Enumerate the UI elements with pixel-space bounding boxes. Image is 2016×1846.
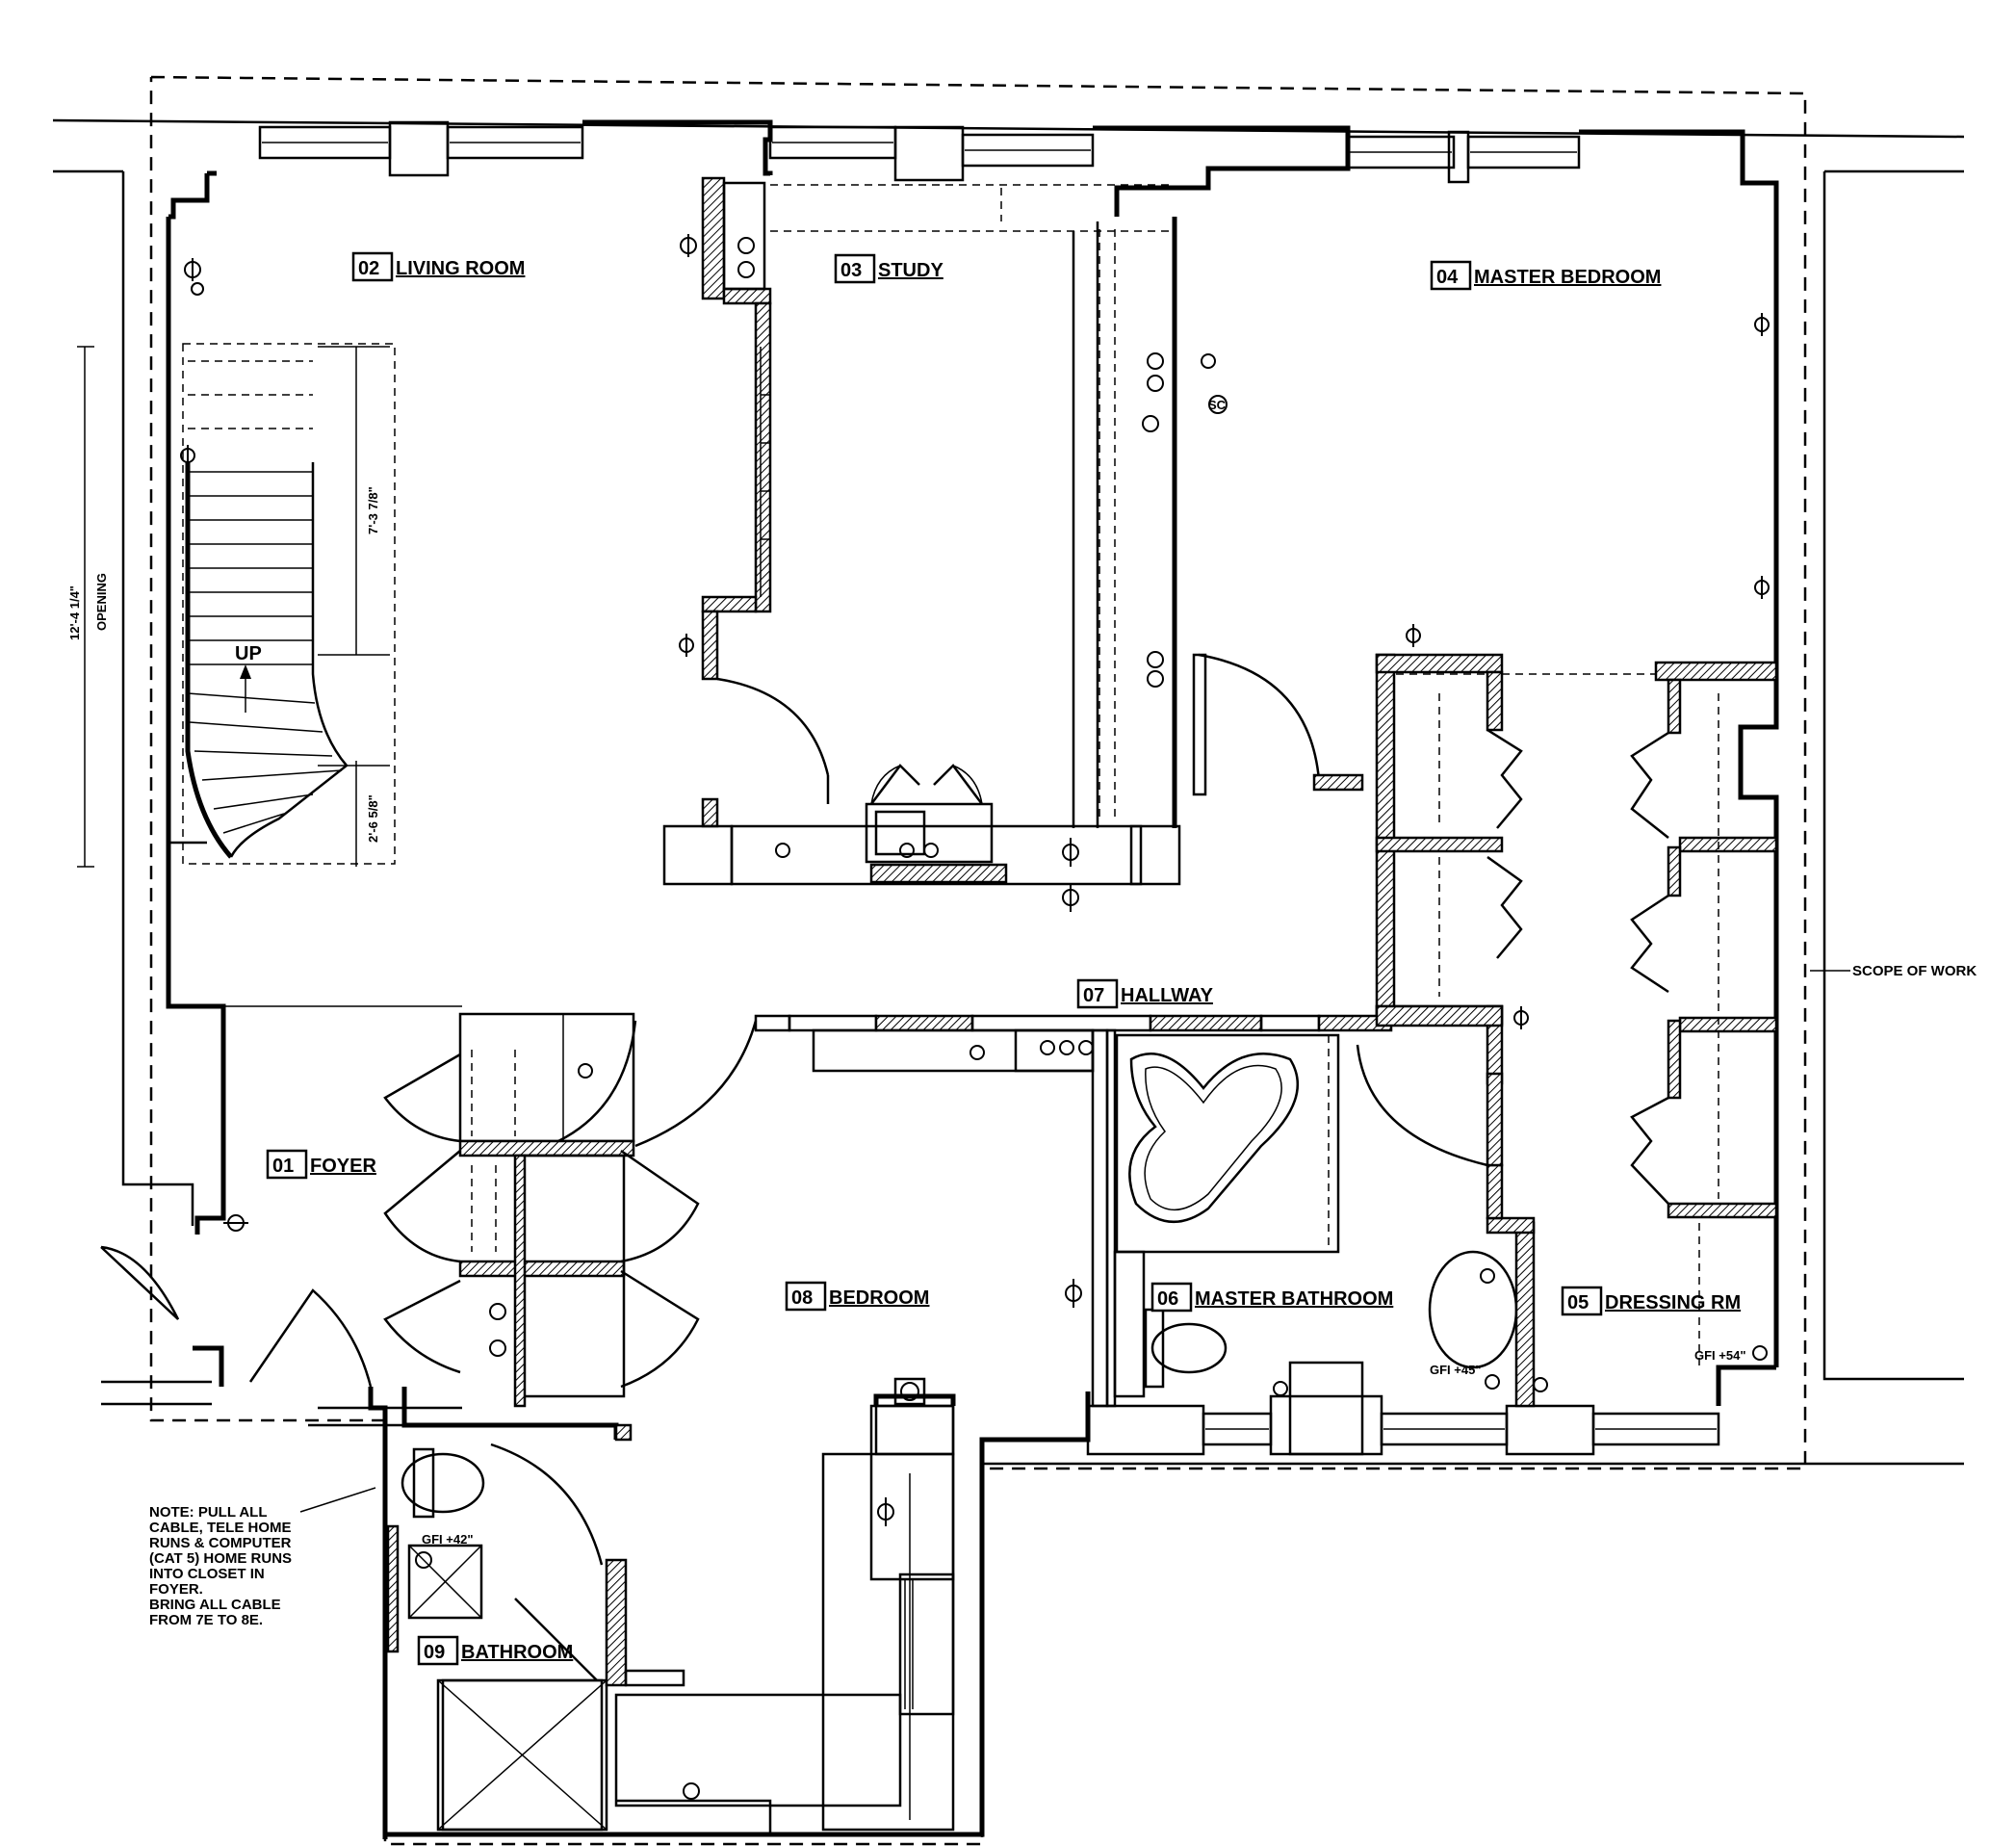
svg-text:04: 04	[1436, 267, 1459, 288]
svg-text:HALLWAY: HALLWAY	[1121, 985, 1214, 1006]
svg-text:09: 09	[424, 1642, 445, 1663]
svg-text:MASTER BATHROOM: MASTER BATHROOM	[1195, 1288, 1393, 1310]
room-label-07: 07 HALLWAY	[1076, 978, 1214, 1009]
opening-label: OPENING	[94, 573, 109, 631]
svg-text:DRESSING RM: DRESSING RM	[1605, 1292, 1741, 1313]
exterior-wall-top	[166, 119, 1779, 843]
stair-treads	[187, 360, 343, 834]
study-south-wall	[662, 677, 1181, 886]
outlet-symbol	[415, 1551, 432, 1569]
opening-dimension: 12'-4 1/4"	[67, 585, 82, 640]
svg-text:08: 08	[791, 1287, 813, 1309]
room-label-08: 08 BEDROOM	[785, 1281, 929, 1312]
outlet-symbol	[184, 258, 201, 281]
outlet-symbol	[969, 1040, 1094, 1060]
outlet-symbol	[1062, 838, 1079, 867]
svg-text:MASTER BEDROOM: MASTER BEDROOM	[1474, 267, 1661, 288]
room-label-09: 09 BATHROOM	[417, 1635, 573, 1666]
outlet-symbol	[1752, 1345, 1768, 1361]
outlet-symbol	[1273, 1374, 1548, 1396]
outlet-symbol	[679, 634, 694, 657]
stair-dim-upper: 7'-3 7/8"	[366, 486, 380, 534]
outlet-symbol	[489, 1303, 506, 1357]
exterior-wall-bottom	[385, 1393, 985, 1837]
master-bedroom-door	[1198, 653, 1364, 792]
outlet-symbol	[1062, 883, 1079, 912]
outlet-symbol	[223, 1214, 248, 1232]
outlet-symbol	[1142, 352, 1164, 432]
gfi-master-bath-label: GFI +45"	[1430, 1363, 1482, 1377]
room-label-04: 04 MASTER BEDROOM	[1430, 260, 1661, 291]
svg-text:LIVING ROOM: LIVING ROOM	[396, 258, 525, 279]
cable-note-callout: NOTE: PULL ALL CABLE, TELE HOME RUNS & C…	[149, 1487, 376, 1628]
hallway-south-wall	[634, 1004, 1504, 1148]
outlet-symbol	[1754, 313, 1770, 336]
stairwell: UP 7'-3 7/8" 2'-6 5/8" 12'-4 1/4" OPENIN…	[67, 343, 396, 868]
outlet-symbol	[683, 1782, 700, 1800]
scope-of-work-boundary	[149, 75, 1807, 1846]
outlet-symbol	[737, 237, 755, 278]
dressing-room-closets	[1375, 653, 1778, 1367]
outlet-symbol	[191, 282, 204, 296]
master-bathroom	[1091, 1028, 1536, 1456]
cable-note: NOTE: PULL ALL CABLE, TELE HOME RUNS & C…	[149, 1504, 296, 1628]
outlet-symbol	[775, 843, 939, 858]
study-east-wall	[770, 184, 1207, 828]
foyer-closets	[100, 1005, 700, 1427]
outlet-symbol	[1513, 1006, 1529, 1029]
svg-text:05: 05	[1567, 1292, 1589, 1313]
svg-text:BATHROOM: BATHROOM	[461, 1642, 573, 1663]
stair-up-label: UP	[235, 643, 262, 664]
svg-text:07: 07	[1083, 985, 1104, 1006]
room-label-03: 03 STUDY	[834, 253, 943, 284]
svg-text:02: 02	[358, 258, 379, 279]
svg-text:FOYER: FOYER	[310, 1156, 376, 1177]
svg-text:06: 06	[1157, 1288, 1178, 1310]
scope-of-work-label: SCOPE OF WORK	[1852, 963, 1977, 979]
room-label-05: 05 DRESSING RM	[1561, 1286, 1741, 1316]
living-study-partition	[701, 176, 772, 681]
svg-text:STUDY: STUDY	[878, 260, 943, 281]
room-label-06: 06 MASTER BATHROOM	[1150, 1282, 1393, 1313]
room-label-02: 02 LIVING ROOM	[351, 251, 525, 282]
outlet-symbol	[1480, 1268, 1495, 1284]
outlet-symbol	[680, 234, 697, 257]
gfi-dressing-label: GFI +54"	[1694, 1348, 1746, 1363]
gfi-bath-label: GFI +42"	[422, 1532, 474, 1547]
electrical-symbols	[180, 234, 1770, 1800]
outlet-symbol	[180, 445, 195, 466]
svg-text:01: 01	[272, 1156, 294, 1177]
sc-label: SC	[1208, 398, 1227, 412]
svg-text:BEDROOM: BEDROOM	[829, 1287, 929, 1309]
exterior-wall-left	[166, 841, 619, 1839]
scope-of-work-callout: SCOPE OF WORK	[1810, 963, 1977, 979]
outlet-symbol	[1406, 624, 1421, 647]
outlet-symbol	[1754, 576, 1770, 599]
outlet-symbol	[1147, 651, 1164, 688]
bathroom-09	[386, 1423, 685, 1832]
outlet-symbol	[1201, 353, 1228, 414]
svg-text:03: 03	[840, 260, 862, 281]
outlet-symbol	[877, 1497, 894, 1526]
room-label-01: 01 FOYER	[266, 1149, 376, 1180]
outlet-symbol	[1065, 1279, 1082, 1308]
bedroom-built-ins	[869, 1377, 955, 1716]
outlet-symbol	[578, 1063, 593, 1079]
stair-dim-lower: 2'-6 5/8"	[366, 794, 380, 843]
adjacent-building-lines	[52, 118, 1965, 1466]
